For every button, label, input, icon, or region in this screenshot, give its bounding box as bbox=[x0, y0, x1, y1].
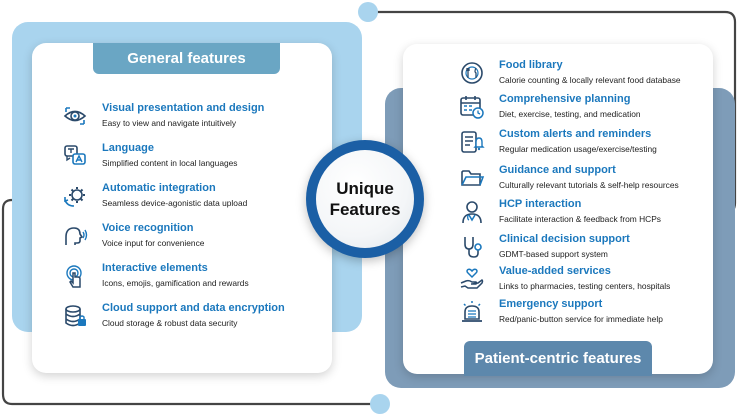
database-lock-icon bbox=[62, 303, 88, 329]
general-features-card bbox=[32, 43, 332, 373]
hand-heart-icon bbox=[459, 266, 485, 292]
item-desc: Regular medication usage/exercise/testin… bbox=[499, 144, 657, 154]
item-title: Interactive elements bbox=[102, 262, 208, 274]
item-title: Custom alerts and reminders bbox=[499, 128, 652, 140]
item-title: Food library bbox=[499, 59, 563, 71]
patient-item-planning: Comprehensive planning Diet, exercise, t… bbox=[459, 93, 641, 120]
connector-dot-top bbox=[358, 2, 378, 22]
item-desc: Calorie counting & locally relevant food… bbox=[499, 75, 681, 85]
voice-icon bbox=[62, 223, 88, 249]
general-item-language: Language Simplified content in local lan… bbox=[62, 142, 237, 169]
connector-dot-bottom bbox=[370, 394, 390, 414]
food-icon bbox=[459, 60, 485, 86]
item-desc: Seamless device-agonistic data upload bbox=[102, 198, 248, 208]
item-title: Value-added services bbox=[499, 265, 611, 277]
patient-item-emergency: Emergency support Red/panic-button servi… bbox=[459, 298, 663, 325]
item-title: HCP interaction bbox=[499, 198, 582, 210]
item-desc: Red/panic-button service for immediate h… bbox=[499, 314, 663, 324]
item-title: Cloud support and data encryption bbox=[102, 302, 285, 314]
item-title: Voice recognition bbox=[102, 222, 194, 234]
patient-item-clinical: Clinical decision support GDMT-based sup… bbox=[459, 233, 630, 260]
unique-features-label: Unique Features bbox=[316, 150, 414, 248]
item-desc: Easy to view and navigate intuitively bbox=[102, 118, 237, 128]
item-desc: Links to pharmacies, testing centers, ho… bbox=[499, 281, 671, 291]
item-desc: Cloud storage & robust data security bbox=[102, 318, 238, 328]
gear-sync-icon bbox=[62, 183, 88, 209]
item-desc: Culturally relevant tutorials & self-hel… bbox=[499, 180, 679, 190]
patient-item-food: Food library Calorie counting & locally … bbox=[459, 59, 681, 86]
alert-list-icon bbox=[459, 129, 485, 155]
item-desc: Icons, emojis, gamification and rewards bbox=[102, 278, 249, 288]
general-features-title: General features bbox=[93, 43, 280, 74]
item-title: Language bbox=[102, 142, 154, 154]
patient-features-title: Patient-centric features bbox=[464, 341, 652, 376]
unique-features-circle: Unique Features bbox=[306, 140, 424, 258]
eye-icon bbox=[62, 103, 88, 129]
center-line-1: Unique bbox=[336, 179, 394, 198]
touch-icon bbox=[62, 263, 88, 289]
patient-item-value: Value-added services Links to pharmacies… bbox=[459, 265, 670, 292]
patient-item-alerts: Custom alerts and reminders Regular medi… bbox=[459, 128, 657, 155]
patient-features-card bbox=[403, 44, 713, 374]
calendar-icon bbox=[459, 94, 485, 120]
item-desc: Diet, exercise, testing, and medication bbox=[499, 109, 641, 119]
language-icon bbox=[62, 143, 88, 169]
item-desc: Voice input for convenience bbox=[102, 238, 205, 248]
item-desc: GDMT-based support system bbox=[499, 249, 608, 259]
item-title: Comprehensive planning bbox=[499, 93, 631, 105]
general-item-voice: Voice recognition Voice input for conven… bbox=[62, 222, 204, 249]
item-title: Emergency support bbox=[499, 298, 603, 310]
item-desc: Simplified content in local languages bbox=[102, 158, 238, 168]
alarm-icon bbox=[459, 299, 485, 325]
item-title: Automatic integration bbox=[102, 182, 216, 194]
center-line-2: Features bbox=[329, 200, 401, 219]
general-item-interactive: Interactive elements Icons, emojis, gami… bbox=[62, 262, 249, 289]
doctor-icon bbox=[459, 199, 485, 225]
general-item-integration: Automatic integration Seamless device-ag… bbox=[62, 182, 247, 209]
item-title: Guidance and support bbox=[499, 164, 616, 176]
general-item-visual: Visual presentation and design Easy to v… bbox=[62, 102, 264, 129]
folder-icon bbox=[459, 165, 485, 191]
item-title: Clinical decision support bbox=[499, 233, 630, 245]
stethoscope-icon bbox=[459, 234, 485, 260]
general-item-cloud: Cloud support and data encryption Cloud … bbox=[62, 302, 285, 329]
patient-item-guidance: Guidance and support Culturally relevant… bbox=[459, 164, 679, 191]
item-desc: Facilitate interaction & feedback from H… bbox=[499, 214, 661, 224]
patient-item-hcp: HCP interaction Facilitate interaction &… bbox=[459, 198, 661, 225]
item-title: Visual presentation and design bbox=[102, 102, 265, 114]
